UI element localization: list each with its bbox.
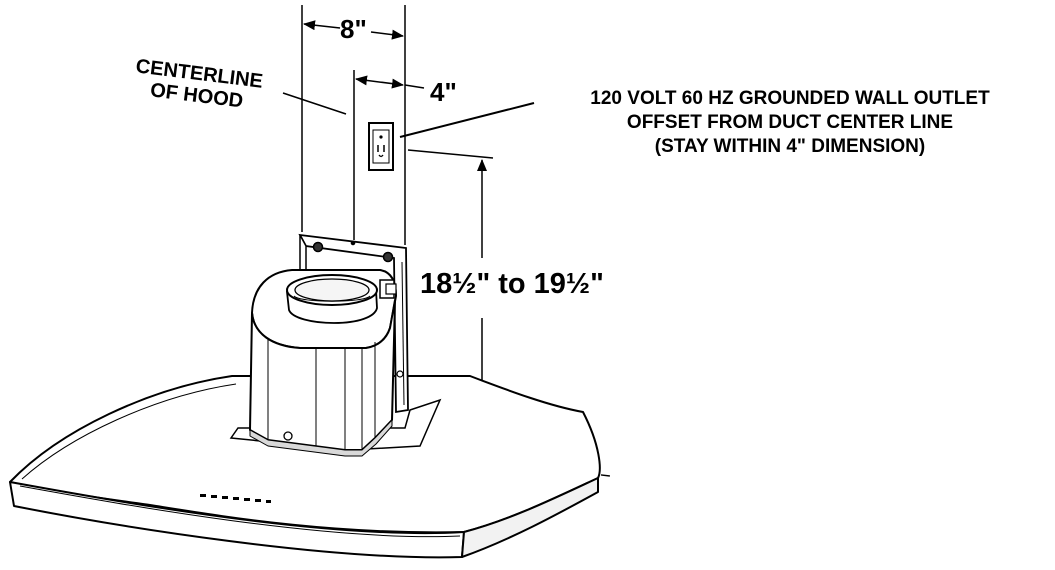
control-buttons bbox=[200, 494, 271, 503]
duct-collar bbox=[285, 274, 378, 324]
duct-guide-lines bbox=[301, 5, 406, 245]
duct-width-label: 8" bbox=[340, 14, 367, 44]
outlet-note-line2: OFFSET FROM DUCT CENTER LINE bbox=[626, 112, 954, 133]
centerline-leader bbox=[282, 92, 347, 115]
mounting-bracket bbox=[298, 233, 409, 414]
outlet-note: 120 VOLT 60 HZ GROUNDED WALL OUTLET OFFS… bbox=[540, 87, 1040, 159]
outlet-offset-dimension-arrow bbox=[355, 75, 425, 89]
hood-canopy bbox=[9, 375, 601, 559]
outlet-height-label: 18½" to 19½" bbox=[420, 268, 604, 300]
damper-connector bbox=[379, 279, 404, 378]
outlet-note-line1: 120 VOLT 60 HZ GROUNDED WALL OUTLET bbox=[590, 88, 990, 109]
duct-width-dimension-arrow bbox=[303, 20, 404, 40]
wall-outlet bbox=[368, 122, 394, 171]
outlet-note-line3: (STAY WITHIN 4" DIMENSION) bbox=[654, 136, 926, 157]
outlet-offset-label: 4" bbox=[430, 77, 457, 107]
outlet-note-leader bbox=[399, 102, 535, 138]
